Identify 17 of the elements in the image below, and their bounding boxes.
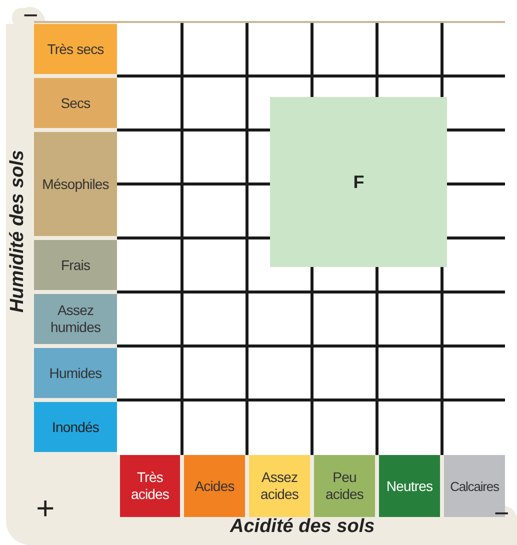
row-label: Mésophiles xyxy=(34,132,117,236)
column-label: Peu acides xyxy=(314,455,375,517)
sign-minus: − xyxy=(494,500,510,526)
column-label: Assez acides xyxy=(249,455,310,517)
row-label: Inondés xyxy=(34,402,117,452)
column-label: Acides xyxy=(184,455,245,517)
row-label: Secs xyxy=(34,78,117,128)
row-label: Humides xyxy=(34,348,117,398)
axis-title: Acidité des sols xyxy=(230,517,375,536)
row-label: Très secs xyxy=(34,24,117,74)
sign-plus: + xyxy=(36,492,55,524)
axis-title: Humidité des sols xyxy=(8,150,27,313)
column-label: Très acides xyxy=(120,455,180,517)
row-label: Assez humides xyxy=(34,294,117,344)
zone-box: F xyxy=(270,97,447,267)
column-label: Neutres xyxy=(379,455,440,517)
row-label: Frais xyxy=(34,240,117,290)
